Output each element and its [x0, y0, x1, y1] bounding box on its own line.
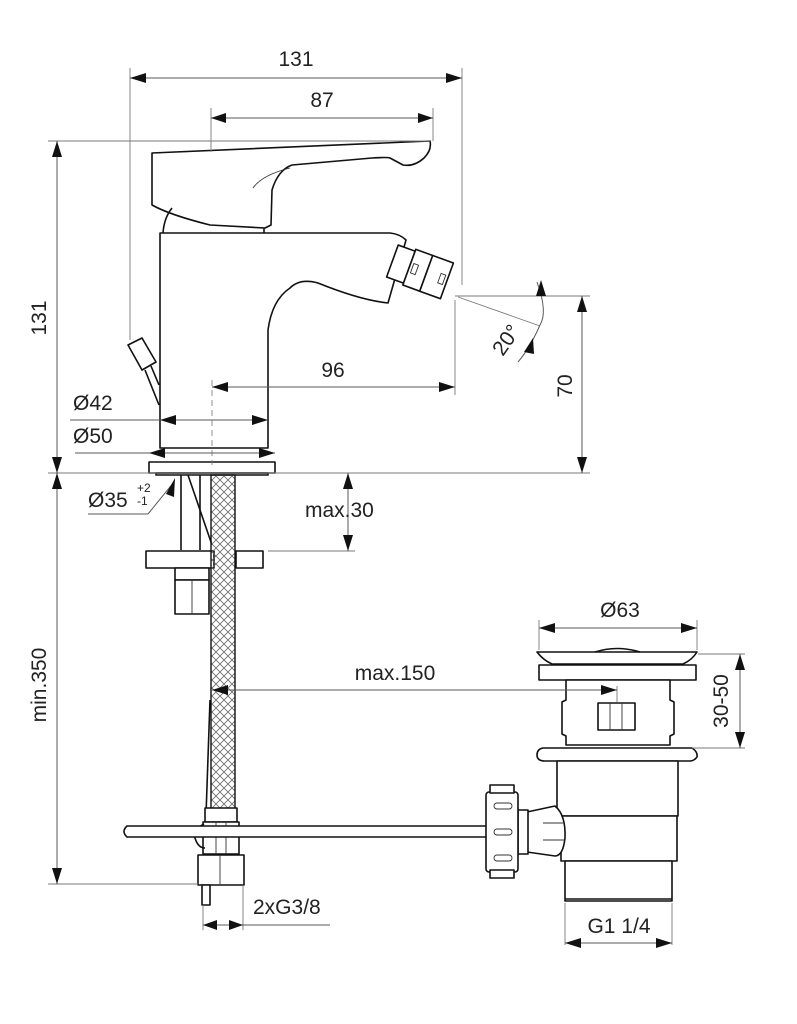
label-hole-tolerance-plus: +2	[137, 481, 151, 495]
label-hole-tolerance-minus: -1	[137, 494, 148, 508]
braided-hose	[210, 474, 236, 816]
supply-nut	[197, 854, 245, 886]
label-handle-reach: 87	[310, 89, 333, 112]
under-deck-assembly	[123, 474, 491, 906]
pop-up-waste	[485, 647, 698, 902]
label-overall-width: 131	[278, 48, 313, 71]
waste-thread	[564, 860, 673, 902]
dimension-labels: 131 87 131 96 20° 70 Ø42 Ø50 Ø35 +2 -1 m…	[28, 48, 733, 938]
label-spout-height: 70	[554, 374, 577, 397]
label-supply-connection: 2xG3/8	[253, 896, 321, 919]
rod-nut	[485, 791, 519, 873]
label-hole-diameter: Ø35	[88, 489, 128, 512]
label-max-rod-distance: max.150	[355, 662, 436, 685]
mixer	[127, 140, 455, 476]
waste-body	[556, 760, 679, 817]
dim-arc-spout-angle	[517, 281, 544, 363]
lever-handle	[151, 140, 432, 229]
waste-plug	[536, 651, 698, 665]
label-overall-height: 131	[28, 300, 51, 335]
label-spout-angle: 20°	[488, 321, 525, 360]
label-waste-adjust-range: 30-50	[710, 674, 733, 728]
label-waste-thread: G1 1/4	[587, 915, 650, 938]
label-waste-head-diameter: Ø63	[600, 599, 640, 622]
pull-rod	[123, 825, 491, 838]
label-body-diameter: Ø42	[73, 392, 113, 415]
fixing-plate	[145, 550, 215, 569]
label-max-deck-thickness: max.30	[305, 499, 374, 522]
pop-up-knob	[127, 337, 160, 406]
dimension-lines	[48, 68, 745, 948]
mixer-body	[159, 232, 407, 449]
label-base-diameter: Ø50	[73, 425, 113, 448]
label-min-hose-length: min.350	[28, 648, 51, 723]
label-spout-reach: 96	[321, 359, 344, 382]
spout-aerator	[385, 244, 455, 300]
